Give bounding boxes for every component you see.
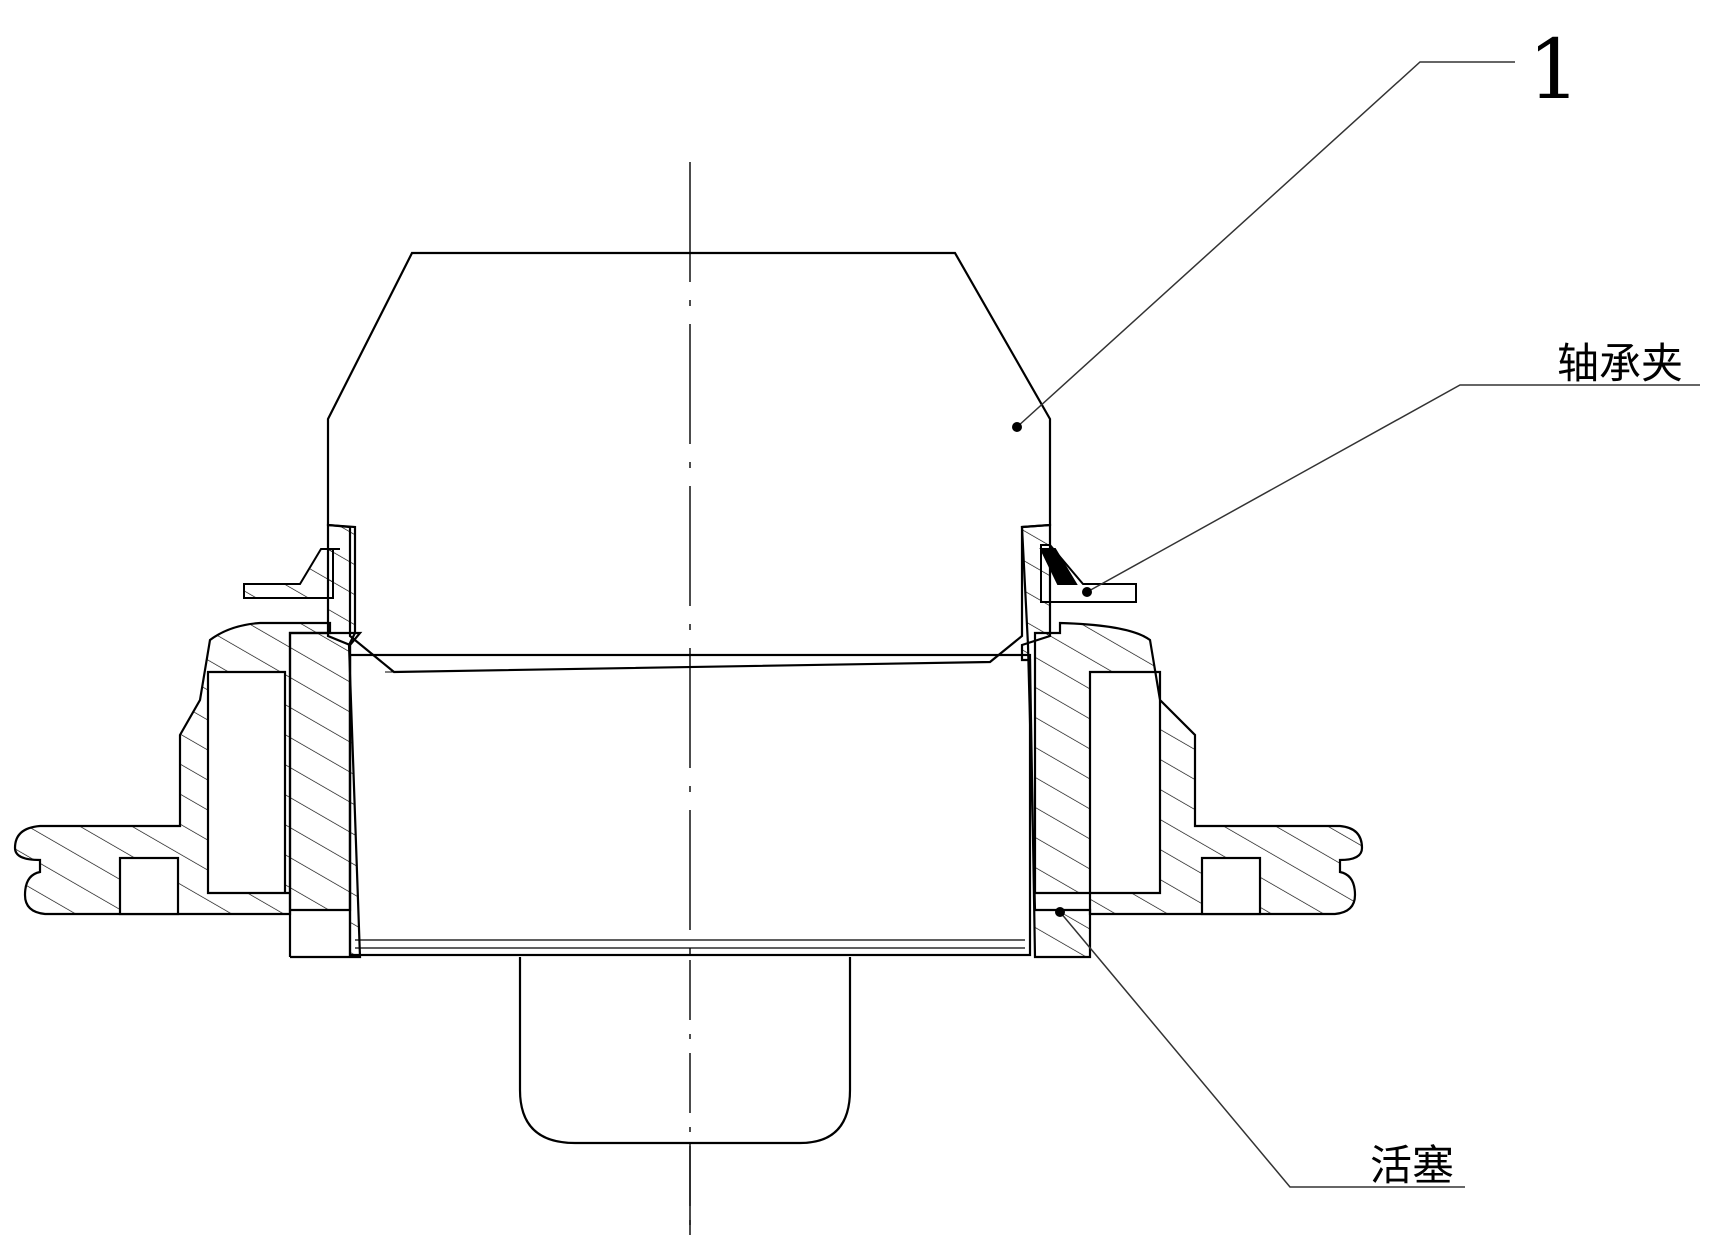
leader-dot-clip [1082, 587, 1092, 597]
bearing-clip-label: 轴承夹 [1557, 339, 1683, 388]
leader-dot-piston [1055, 907, 1065, 917]
leader-dot-part1 [1012, 422, 1022, 432]
housing-left [15, 623, 330, 914]
housing-right [1035, 623, 1362, 914]
bottom-boss [520, 957, 850, 1143]
bearing-clip-left [244, 549, 340, 598]
part-number-label: 1 [1528, 23, 1580, 118]
bearing-body [328, 253, 1050, 672]
piston-label: 活塞 [1370, 1141, 1454, 1190]
leader-lines [1017, 62, 1700, 1187]
